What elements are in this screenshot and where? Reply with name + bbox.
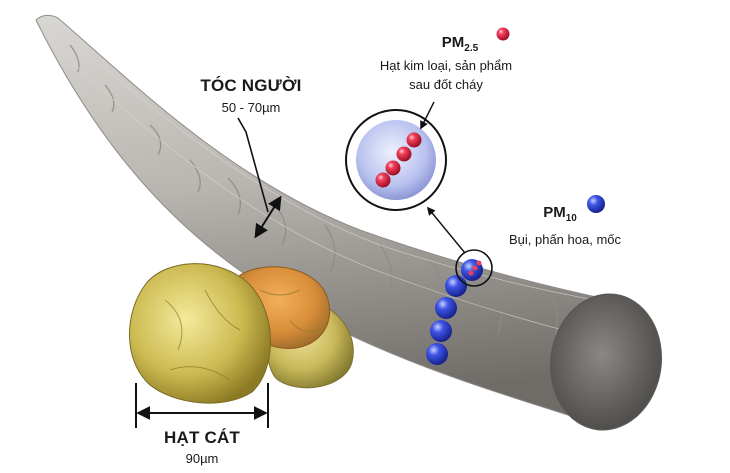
hair-title: TÓC NGƯỜI — [200, 76, 302, 95]
sand-grains — [129, 263, 354, 404]
pm25-title: PM2.5 — [420, 34, 500, 54]
pm10-title-main: PM — [543, 204, 566, 221]
pm25-desc-line2: sau đốt cháy — [409, 77, 483, 92]
magnified-particle-view — [345, 109, 447, 211]
hair-label-leader — [237, 117, 269, 213]
hair-size: 50 - 70µm — [221, 100, 281, 115]
pm25-on-hair-marker — [455, 249, 493, 287]
magnify-arrow — [426, 206, 466, 254]
pm25-legend-ball — [496, 27, 510, 41]
pm25-pointer-arrow — [420, 101, 435, 130]
hair-strand — [35, 14, 663, 431]
pm10-desc: Bụi, phấn hoa, mốc — [508, 232, 622, 247]
pm10-title: PM10 — [520, 204, 600, 224]
hair-thickness-arrow — [254, 195, 282, 239]
sand-width-dimension — [135, 383, 269, 428]
pm25-desc-line1: Hạt kim loại, sản phẩm — [379, 58, 513, 73]
sand-title: HẠT CÁT — [164, 428, 240, 447]
pm25-title-sub: 2.5 — [464, 43, 479, 54]
sand-size: 90µm — [185, 451, 219, 466]
pm10-title-sub: 10 — [565, 213, 577, 224]
pm25-title-main: PM — [441, 34, 465, 51]
pm10-legend-ball — [587, 195, 605, 213]
